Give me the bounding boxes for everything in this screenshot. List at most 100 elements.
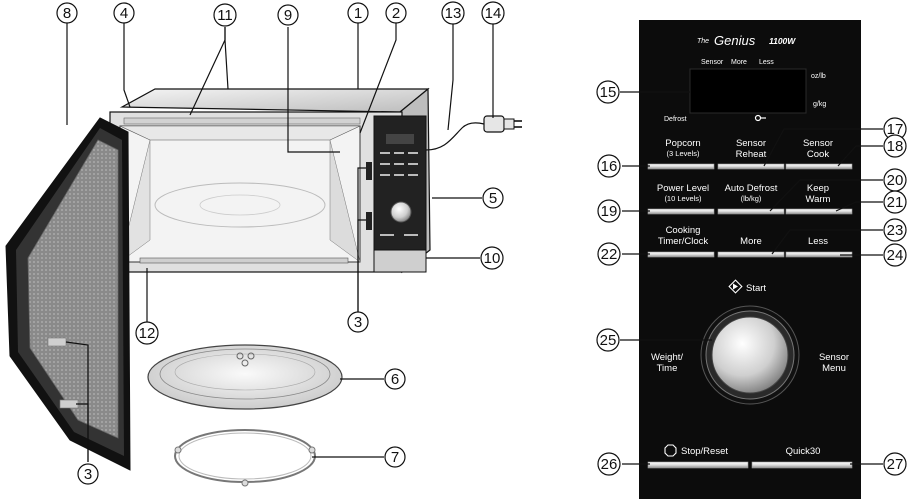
display-label-less: Less <box>759 59 774 66</box>
quick30-button-bar <box>751 461 853 469</box>
dial-left-label-1: Weight/ <box>651 352 683 363</box>
svg-text:Sensor: Sensor <box>803 138 833 149</box>
callout-12: 12 <box>135 321 159 345</box>
start-button[interactable]: Start <box>728 279 766 294</box>
svg-text:Stop/Reset: Stop/Reset <box>681 446 728 457</box>
callout-24: 24 <box>883 243 907 267</box>
svg-text:(lb/kg): (lb/kg) <box>741 194 762 203</box>
svg-text:14: 14 <box>485 5 502 22</box>
dial-right-label-1: Sensor <box>819 352 849 363</box>
callout-markers: 8 4 11 9 1 2 13 14 5 10 12 3 6 7 3 15 16… <box>56 1 907 485</box>
svg-text:16: 16 <box>601 158 618 175</box>
svg-text:Timer/Clock: Timer/Clock <box>658 236 709 247</box>
stop-icon <box>664 444 677 457</box>
oven-cavity <box>119 125 361 263</box>
callout-7: 7 <box>384 446 406 468</box>
display-unit-g: g/kg <box>813 101 826 108</box>
control-panel: The Genius 1100W Sensor More Less oz/lb … <box>620 20 883 499</box>
svg-text:1: 1 <box>354 5 362 22</box>
svg-text:Cooking: Cooking <box>666 225 701 236</box>
more-button-bar <box>717 251 785 258</box>
callout-22: 22 <box>597 242 621 266</box>
svg-text:Popcorn: Popcorn <box>665 138 700 149</box>
callout-14: 14 <box>481 1 505 25</box>
brand-prefix: The <box>697 38 709 45</box>
sensor-reheat-button[interactable]: Sensor Reheat <box>717 138 785 170</box>
svg-text:More: More <box>740 236 762 247</box>
svg-text:5: 5 <box>489 190 497 207</box>
panel-leader-lines <box>620 91 883 465</box>
power-level-button-bar <box>647 208 715 215</box>
keep-warm-button-bar <box>785 208 853 215</box>
door-screen <box>27 139 119 439</box>
glass-tray <box>147 344 343 410</box>
svg-text:4: 4 <box>120 5 128 22</box>
keep-warm-button[interactable]: Keep Warm <box>785 183 853 215</box>
brand-model: 1100W <box>769 36 796 46</box>
svg-text:24: 24 <box>887 247 904 264</box>
more-button[interactable]: More <box>717 236 785 258</box>
callout-3-top: 3 <box>347 311 369 333</box>
callout-5: 5 <box>482 187 504 209</box>
svg-text:10: 10 <box>484 250 501 267</box>
power-plug <box>483 115 522 133</box>
callout-25: 25 <box>596 328 620 352</box>
brand-name: Genius <box>714 33 756 48</box>
svg-text:27: 27 <box>887 456 904 473</box>
sensor-cook-button[interactable]: Sensor Cook <box>785 138 853 170</box>
svg-text:6: 6 <box>391 371 399 388</box>
svg-text:23: 23 <box>887 222 904 239</box>
callout-2: 2 <box>385 2 407 24</box>
cooking-timer-button-bar <box>647 251 715 258</box>
svg-text:26: 26 <box>601 456 618 473</box>
svg-text:9: 9 <box>284 7 292 24</box>
svg-text:25: 25 <box>600 332 617 349</box>
svg-text:Less: Less <box>808 236 828 247</box>
svg-text:22: 22 <box>601 246 618 263</box>
callout-11: 11 <box>213 3 237 27</box>
svg-text:(3 Levels): (3 Levels) <box>667 149 700 158</box>
display-screen <box>689 68 807 114</box>
stop-reset-button-bar <box>647 461 749 469</box>
callout-4: 4 <box>113 2 135 24</box>
svg-text:21: 21 <box>887 194 904 211</box>
svg-text:Auto Defrost: Auto Defrost <box>725 183 778 194</box>
display-label-defrost: Defrost <box>664 116 687 123</box>
quick30-button[interactable]: Quick30 <box>751 446 853 469</box>
svg-text:8: 8 <box>63 5 71 22</box>
svg-text:18: 18 <box>887 138 904 155</box>
roller-ring <box>174 429 316 487</box>
svg-text:19: 19 <box>601 203 618 220</box>
auto-defrost-button[interactable]: Auto Defrost (lb/kg) <box>717 183 785 215</box>
callout-23: 23 <box>883 218 907 242</box>
popcorn-button-bar <box>647 163 715 170</box>
svg-text:Keep: Keep <box>807 183 829 194</box>
callout-27: 27 <box>883 452 907 476</box>
svg-text:(10 Levels): (10 Levels) <box>664 194 702 203</box>
callout-26: 26 <box>597 452 621 476</box>
power-cord <box>425 122 485 151</box>
svg-text:11: 11 <box>217 7 233 24</box>
callout-18: 18 <box>883 134 907 158</box>
callout-10: 10 <box>480 246 504 270</box>
display-label-sensor: Sensor <box>701 59 724 66</box>
svg-text:20: 20 <box>887 172 904 189</box>
display-label-more: More <box>731 59 747 66</box>
svg-text:17: 17 <box>887 121 904 138</box>
child-lock-icon <box>754 114 766 122</box>
stop-reset-button[interactable]: Stop/Reset <box>647 444 749 469</box>
svg-text:Sensor: Sensor <box>736 138 766 149</box>
svg-text:Warm: Warm <box>806 194 831 205</box>
svg-text:15: 15 <box>600 84 617 101</box>
callout-15: 15 <box>596 80 620 104</box>
callout-6: 6 <box>384 368 406 390</box>
svg-text:Power Level: Power Level <box>657 183 709 194</box>
oven-top <box>119 88 430 113</box>
sensor-reheat-button-bar <box>717 163 785 170</box>
callout-13: 13 <box>441 1 465 25</box>
left-leader-lines <box>65 23 494 462</box>
callout-20: 20 <box>883 168 907 192</box>
callout-3-bottom: 3 <box>77 463 99 485</box>
dial-knob[interactable] <box>700 305 800 405</box>
